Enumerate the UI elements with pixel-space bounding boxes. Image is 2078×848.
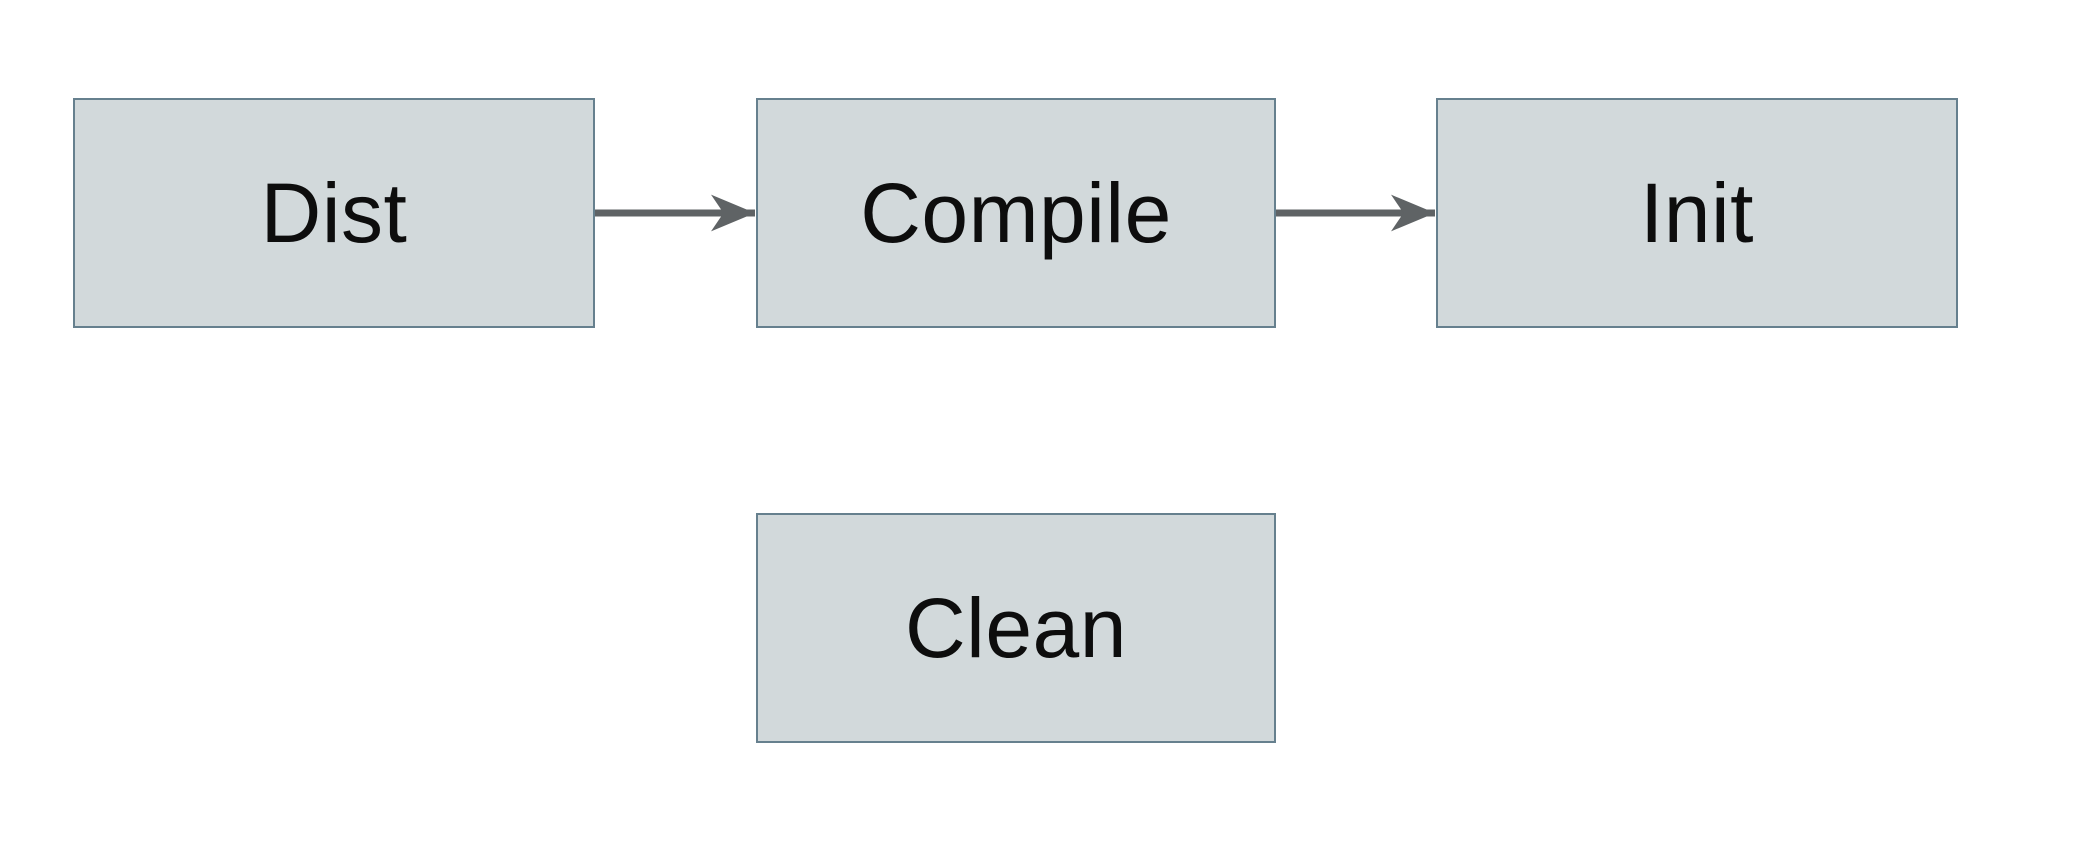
node-compile-label: Compile <box>860 166 1172 260</box>
node-dist-label: Dist <box>260 166 408 260</box>
node-clean-label: Clean <box>905 581 1127 675</box>
node-clean: Clean <box>756 513 1276 743</box>
node-init: Init <box>1436 98 1958 328</box>
node-dist: Dist <box>73 98 595 328</box>
node-compile: Compile <box>756 98 1276 328</box>
node-init-label: Init <box>1639 166 1755 260</box>
